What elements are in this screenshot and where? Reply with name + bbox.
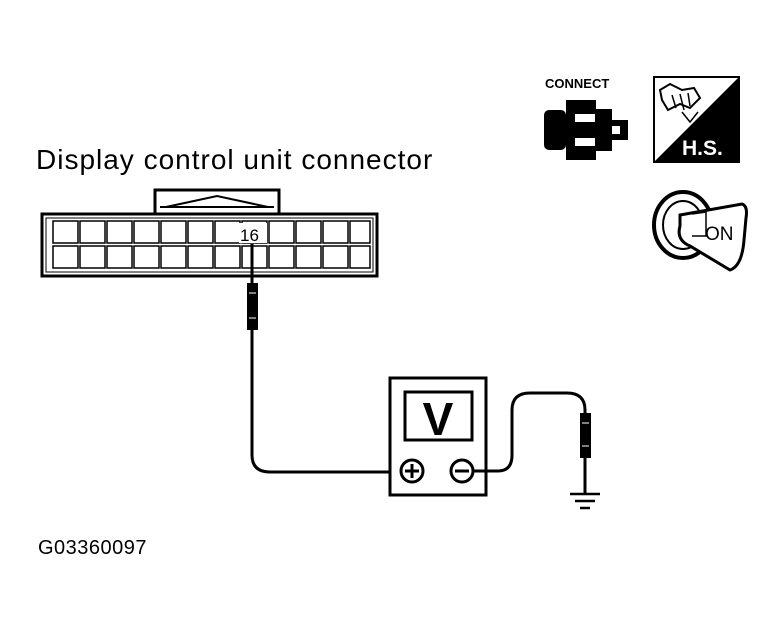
- hands-on-harness-icon: H.S.: [653, 76, 740, 163]
- positive-terminal: [399, 458, 425, 484]
- connect-icon: CONNECT: [544, 76, 628, 160]
- hs-label: H.S.: [682, 137, 723, 160]
- display-control-unit-connector: 16: [40, 188, 379, 278]
- meter-v-label: V: [423, 393, 454, 445]
- connector-title: Display control unit connector: [36, 144, 434, 175]
- connect-label: CONNECT: [545, 76, 609, 91]
- negative-probe: [473, 391, 591, 493]
- ignition-on-icon: ON: [652, 190, 748, 272]
- negative-terminal: [449, 458, 475, 484]
- figure-id: G03360097: [38, 537, 148, 559]
- ground-icon: [570, 492, 600, 510]
- positive-probe: [247, 244, 392, 474]
- voltmeter: V: [388, 376, 488, 497]
- ignition-on-label: ON: [705, 224, 734, 245]
- pin-16-label: 16: [240, 226, 259, 245]
